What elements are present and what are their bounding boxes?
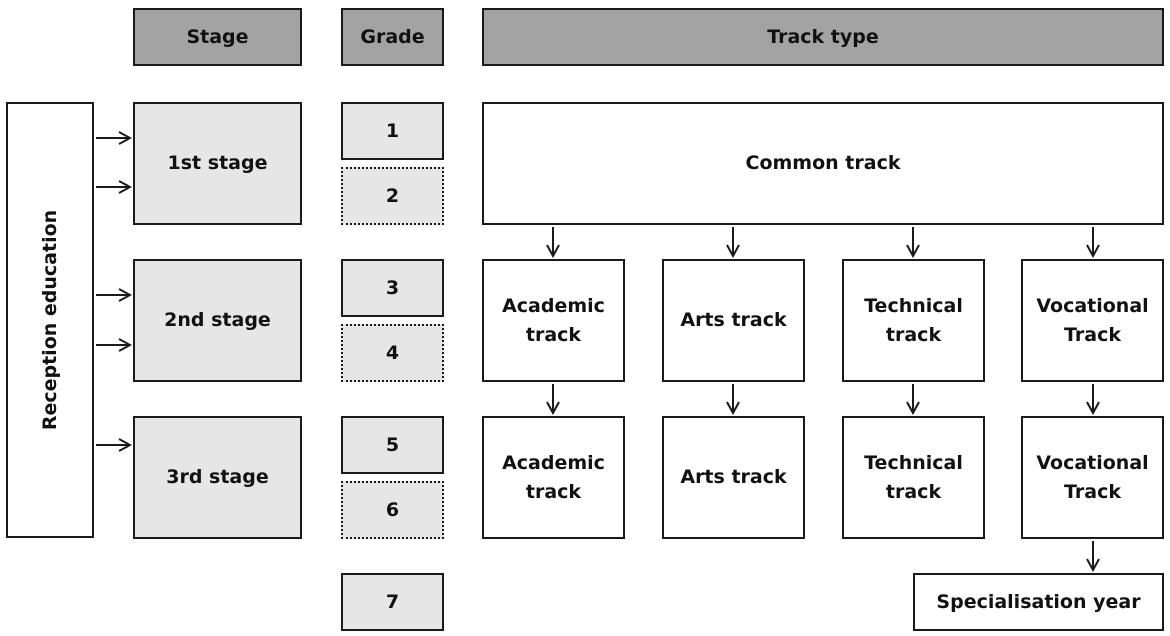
grade-label: 7	[385, 590, 400, 613]
stage-label: 1st stage	[167, 152, 268, 174]
grade-box-6: 6	[341, 481, 444, 539]
grade-label: 4	[385, 341, 400, 364]
common-track-label: Common track	[745, 152, 901, 174]
vocational-track-box-1: Vocational Track	[1021, 259, 1164, 382]
academic-track-box-2: Academic track	[482, 416, 625, 539]
arts-track-box-2: Arts track	[662, 416, 805, 539]
reception-education-box: Reception education	[6, 102, 94, 538]
track-label: Technical track	[864, 451, 963, 503]
stage-box-1: 1st stage	[133, 102, 302, 225]
grade-box-4: 4	[341, 324, 444, 382]
grade-label: 5	[385, 433, 400, 456]
grade-box-3: 3	[341, 259, 444, 317]
arts-track-box-1: Arts track	[662, 259, 805, 382]
track-label: Vocational Track	[1036, 451, 1149, 503]
track-label: Academic track	[502, 451, 605, 503]
grade-label: 1	[385, 119, 400, 142]
grade-label: 3	[385, 276, 400, 299]
vocational-track-box-2: Vocational Track	[1021, 416, 1164, 539]
specialisation-year-box: Specialisation year	[913, 573, 1164, 631]
track-type-header-label: Track type	[767, 25, 879, 48]
track-label: Arts track	[680, 309, 787, 331]
stage-label: 2nd stage	[164, 309, 271, 331]
grade-box-2: 2	[341, 167, 444, 225]
academic-track-box-1: Academic track	[482, 259, 625, 382]
stage-box-2: 2nd stage	[133, 259, 302, 382]
technical-track-box-2: Technical track	[842, 416, 985, 539]
track-label: Academic track	[502, 294, 605, 346]
stage-box-3: 3rd stage	[133, 416, 302, 539]
track-label: Arts track	[680, 466, 787, 488]
grade-label: 2	[385, 184, 400, 207]
grade-header: Grade	[341, 8, 444, 66]
track-type-header: Track type	[482, 8, 1164, 66]
grade-box-7: 7	[341, 573, 444, 631]
stage-label: 3rd stage	[166, 466, 269, 488]
specialisation-year-label: Specialisation year	[936, 590, 1141, 613]
common-track-box: Common track	[482, 102, 1164, 225]
stage-header-label: Stage	[186, 25, 249, 48]
grade-box-1: 1	[341, 102, 444, 160]
grade-box-5: 5	[341, 416, 444, 474]
stage-header: Stage	[133, 8, 302, 66]
technical-track-box-1: Technical track	[842, 259, 985, 382]
grade-header-label: Grade	[360, 25, 425, 48]
track-label: Vocational Track	[1036, 294, 1149, 346]
grade-label: 6	[385, 498, 400, 521]
track-label: Technical track	[864, 294, 963, 346]
